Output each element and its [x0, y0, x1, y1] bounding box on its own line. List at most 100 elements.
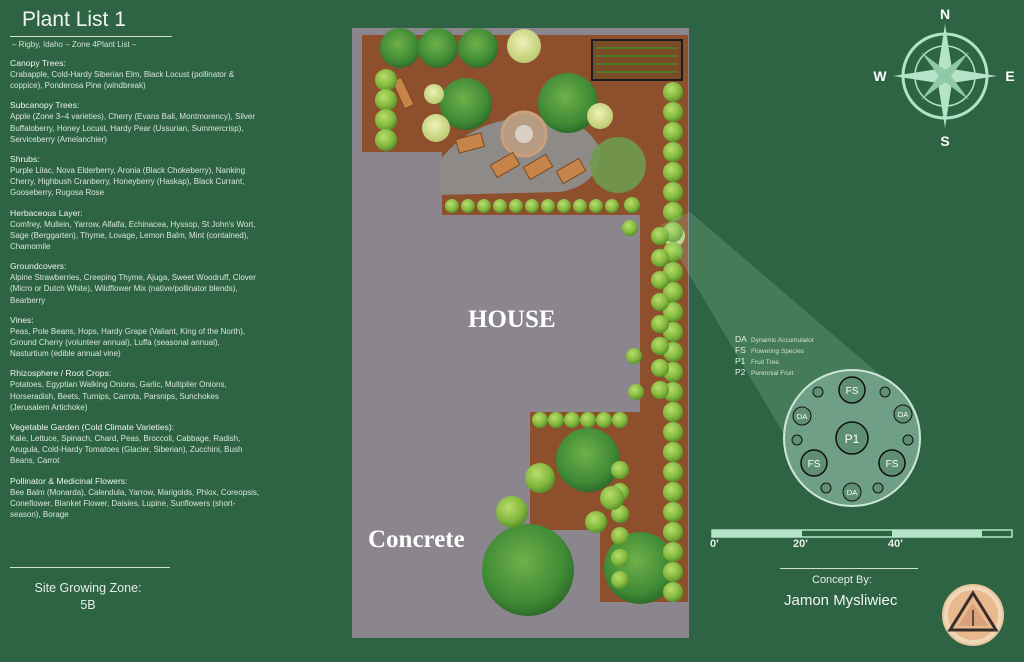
shrub: [663, 442, 683, 462]
shrub: [445, 199, 459, 213]
legend-code: P1: [735, 356, 746, 366]
section-heading: Pollinator & Medicinal Flowers:: [10, 475, 128, 486]
tree: [458, 28, 498, 68]
house-footprint: [352, 152, 640, 638]
shrub: [651, 271, 669, 289]
shrub: [375, 109, 397, 131]
shrub: [525, 463, 555, 493]
concept-by: Concept By:: [812, 574, 872, 586]
section-vegetables: Vegetable Garden (Cold Climate Varieties…: [10, 422, 260, 467]
shrub: [493, 199, 507, 213]
section-body: Kale, Lettuce, Spinach, Chard, Peas, Bro…: [10, 434, 243, 466]
fire-pit-center: [515, 125, 533, 143]
shrub: [496, 496, 528, 528]
shrub: [589, 199, 603, 213]
shrub: [663, 142, 683, 162]
benches: [391, 76, 587, 185]
guild-fs-label: FS: [808, 459, 821, 470]
section-heading: Herbaceous Layer:: [10, 207, 83, 218]
guild-fs: [878, 449, 906, 477]
shrub: [663, 562, 683, 582]
guild-fs-group: [800, 376, 906, 477]
guild-da-label: DA: [797, 412, 807, 421]
scale-label: 0': [710, 538, 719, 550]
section-body: Bee Balm (Monarda), Calendula, Yarrow, M…: [10, 487, 260, 520]
shrub: [663, 122, 683, 142]
section-vines: Vines:Peas, Pole Beans, Hops, Hardy Grap…: [10, 315, 260, 360]
shrub: [663, 482, 683, 502]
legend-text: Flowering Species: [751, 348, 805, 355]
tree: [418, 28, 458, 68]
bench: [555, 157, 587, 185]
shrub: [651, 227, 669, 245]
shrub: [663, 522, 683, 542]
section-body: Comfrey, Mullein, Yarrow, Alfalfa, Echin…: [10, 219, 256, 252]
guild-fs-label: FS: [846, 386, 859, 397]
designer-name: Jamon Mysliwiec: [784, 592, 898, 609]
growing-zone: Site Growing Zone: 5B: [18, 580, 158, 614]
shrub: [663, 182, 683, 202]
shrub: [477, 199, 491, 213]
legend-text: Perennial Fruit: [751, 370, 794, 377]
tree: [590, 137, 646, 193]
shrub: [375, 129, 397, 151]
section-heading: Canopy Trees:: [10, 58, 66, 68]
shrub: [375, 89, 397, 111]
guild-p2: [791, 434, 803, 446]
section-herbaceous: Herbaceous Layer:Comfrey, Mullein, Yarro…: [10, 208, 260, 253]
section-body: Peas, Pole Beans, Hops, Hardy Grape (Val…: [10, 326, 246, 359]
guild-p1-label: P1: [845, 432, 860, 446]
shrub: [611, 549, 629, 567]
flowering-shrubs: [422, 29, 685, 247]
compass-n: N: [940, 6, 950, 22]
raised-bed: [591, 39, 683, 81]
shrub: [611, 461, 629, 479]
shrub: [651, 315, 669, 333]
guild-fs: [838, 376, 866, 404]
shrub: [663, 422, 683, 442]
guild-p2-group: [791, 386, 914, 494]
guild-p2: [872, 482, 884, 494]
guild-p2: [879, 386, 891, 398]
shrub: [461, 199, 475, 213]
section-canopy-trees: Canopy Trees: Crabapple, Cold-Hardy Siber…: [10, 58, 260, 91]
shrub: [600, 486, 624, 510]
shrub: [663, 282, 683, 302]
shrub: [663, 582, 683, 602]
section-body: Potatoes, Egyptian Walking Onions, Garli…: [10, 380, 227, 412]
shrub: [611, 505, 629, 523]
shrub: [651, 293, 669, 311]
shrub: [626, 348, 642, 364]
shrub: [651, 359, 669, 377]
section-body: Crabapple, Cold-Hardy Siberian Elm, Blac…: [10, 70, 235, 91]
shrub: [624, 197, 640, 213]
shrub: [663, 202, 683, 222]
shrub: [651, 381, 669, 399]
section-heading: Shrubs:: [10, 154, 40, 165]
shrub: [585, 511, 607, 533]
shrub: [596, 412, 612, 428]
shrub: [573, 199, 587, 213]
section-body: Apple (Zone 3–4 varieties), Cherry (Evan…: [10, 112, 255, 144]
compass-e: E: [1005, 68, 1014, 84]
guild-p2: [820, 482, 832, 494]
bench: [522, 153, 554, 181]
scale-label: 40': [888, 538, 903, 550]
bed-rows: [596, 47, 678, 73]
guild-da: [792, 406, 812, 426]
legend-text: Dynamic Accumulator: [751, 337, 814, 344]
compass-s: S: [940, 133, 949, 149]
page-subtitle: – Rigby, Idaho – Zone 4Plant List –: [12, 40, 137, 49]
shrub: [651, 249, 669, 267]
tree: [440, 78, 492, 130]
shrub: [663, 542, 683, 562]
